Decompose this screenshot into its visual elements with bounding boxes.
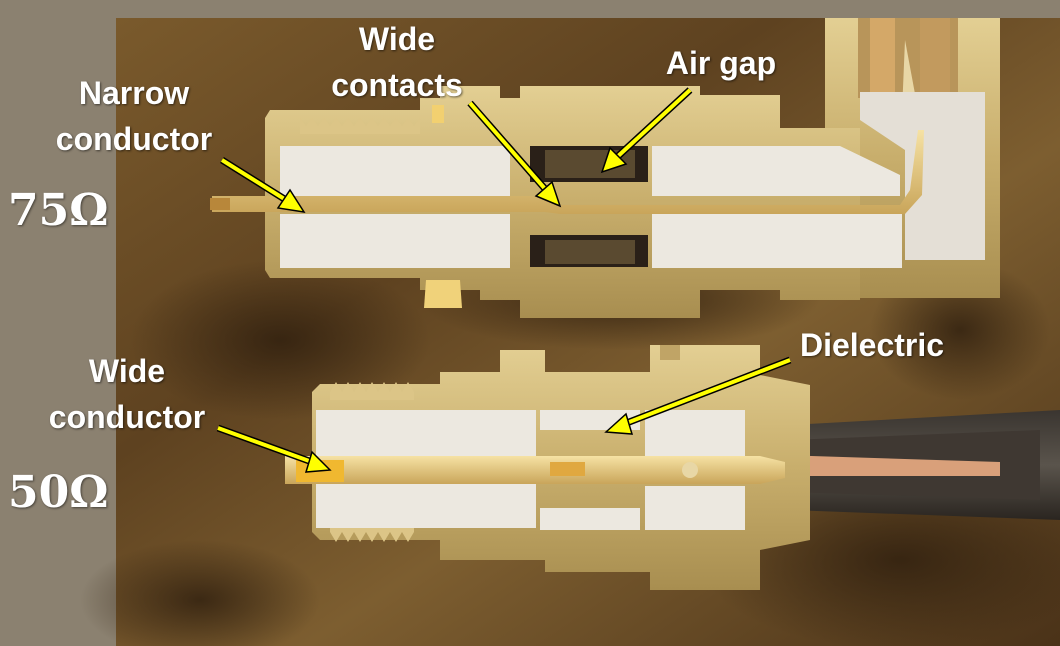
arrow-wide-conductor (216, 424, 332, 473)
label-narrow-conductor: Narrow conductor (44, 70, 224, 162)
label-dielectric: Dielectric (786, 322, 958, 368)
label-wide-conductor-line2: conductor (48, 399, 206, 435)
label-wide-conductor: Wide conductor (34, 348, 220, 440)
label-narrow-conductor-line2: conductor (55, 121, 213, 157)
arrow-narrow-conductor (220, 157, 306, 213)
impedance-50-label: 50Ω (8, 467, 109, 518)
annotation-arrows (216, 87, 792, 473)
label-dielectric-text: Dielectric (799, 327, 945, 363)
impedance-75-label: 75Ω (8, 185, 109, 236)
arrow-wide-contacts (467, 100, 562, 208)
connector-50-ohm (285, 345, 1060, 590)
label-wide-contacts: Wide contacts (322, 16, 472, 108)
label-wide-contacts-line2: contacts (331, 67, 463, 103)
arrow-air-gap (600, 87, 693, 174)
label-air-gap-text: Air gap (665, 45, 777, 81)
label-narrow-conductor-line1: Narrow (78, 75, 190, 111)
label-wide-contacts-line1: Wide (358, 21, 436, 57)
label-air-gap: Air gap (646, 40, 796, 86)
label-wide-conductor-line1: Wide (88, 353, 166, 389)
arrow-dielectric (604, 356, 792, 435)
connector-75-ohm (210, 18, 1000, 318)
